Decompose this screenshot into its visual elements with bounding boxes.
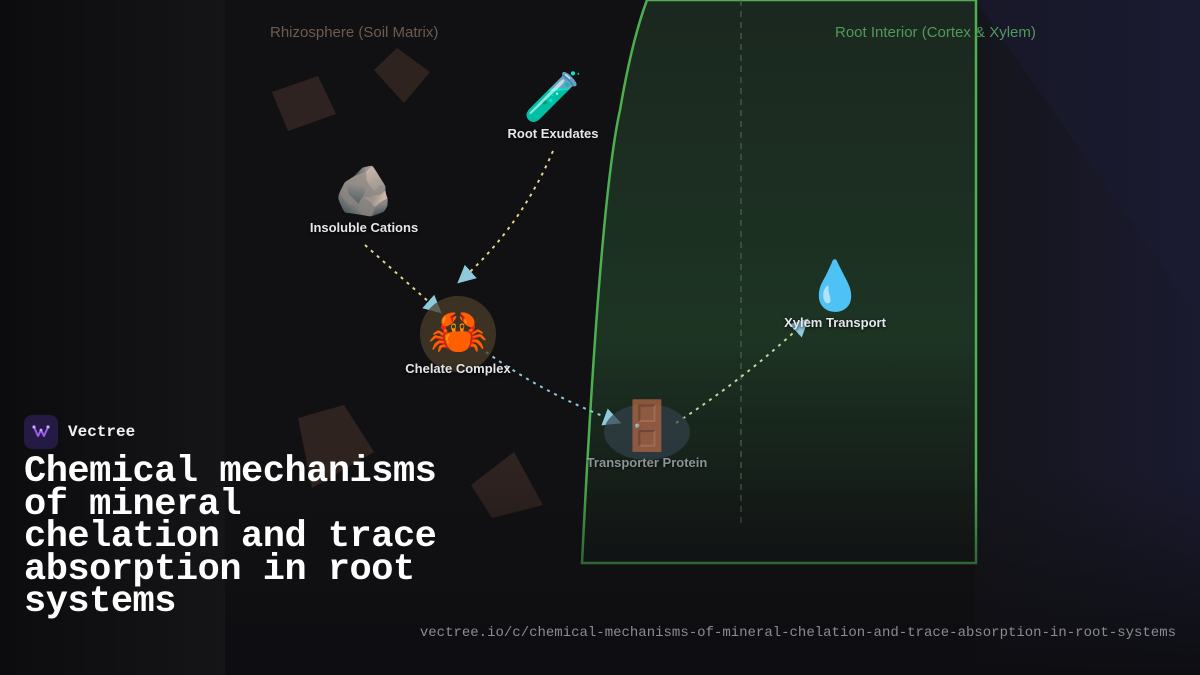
transporter-protein-label: Transporter Protein: [586, 455, 708, 470]
crab-icon: 🦀: [428, 304, 488, 360]
vectree-logo-icon: [24, 415, 58, 449]
brand-name: Vectree: [68, 423, 136, 441]
brand[interactable]: Vectree: [24, 415, 135, 449]
edge-cations-to-chelate: [364, 244, 442, 314]
node-insoluble-cations[interactable]: 🪨 Insoluble Cations: [310, 164, 418, 235]
root-exudates-label: Root Exudates: [507, 126, 599, 141]
node-transporter-protein[interactable]: 🚪 Transporter Protein: [587, 399, 708, 470]
droplet-icon: 💧: [805, 258, 865, 314]
root-region-label: Root Interior (Cortex & Xylem): [835, 24, 1036, 41]
insoluble-cations-label: Insoluble Cations: [309, 220, 419, 235]
door-icon: 🚪: [617, 398, 677, 454]
node-chelate-complex[interactable]: 🦀 Chelate Complex: [405, 305, 510, 376]
xylem-transport-label: Xylem Transport: [784, 315, 886, 330]
node-root-exudates[interactable]: 🧪 Root Exudates: [507, 70, 598, 141]
rock-icon: 🪨: [334, 163, 394, 219]
soil-region-label: Rhizosphere (Soil Matrix): [270, 24, 439, 41]
chelate-complex-label: Chelate Complex: [405, 361, 511, 376]
chelate-halo: [420, 296, 496, 372]
test-tube-icon: 🧪: [523, 69, 583, 125]
edge-transporter-to-xylem: [675, 318, 809, 424]
page-url[interactable]: vectree.io/c/chemical-mechanisms-of-mine…: [419, 625, 1176, 641]
node-xylem-transport[interactable]: 💧 Xylem Transport: [784, 259, 886, 330]
page-title: Chemical mechanisms of mineral chelation…: [24, 451, 437, 623]
edge-exudates-to-chelate: [457, 150, 554, 284]
edge-chelate-to-transporter: [485, 351, 622, 426]
transporter-halo: [604, 404, 690, 460]
